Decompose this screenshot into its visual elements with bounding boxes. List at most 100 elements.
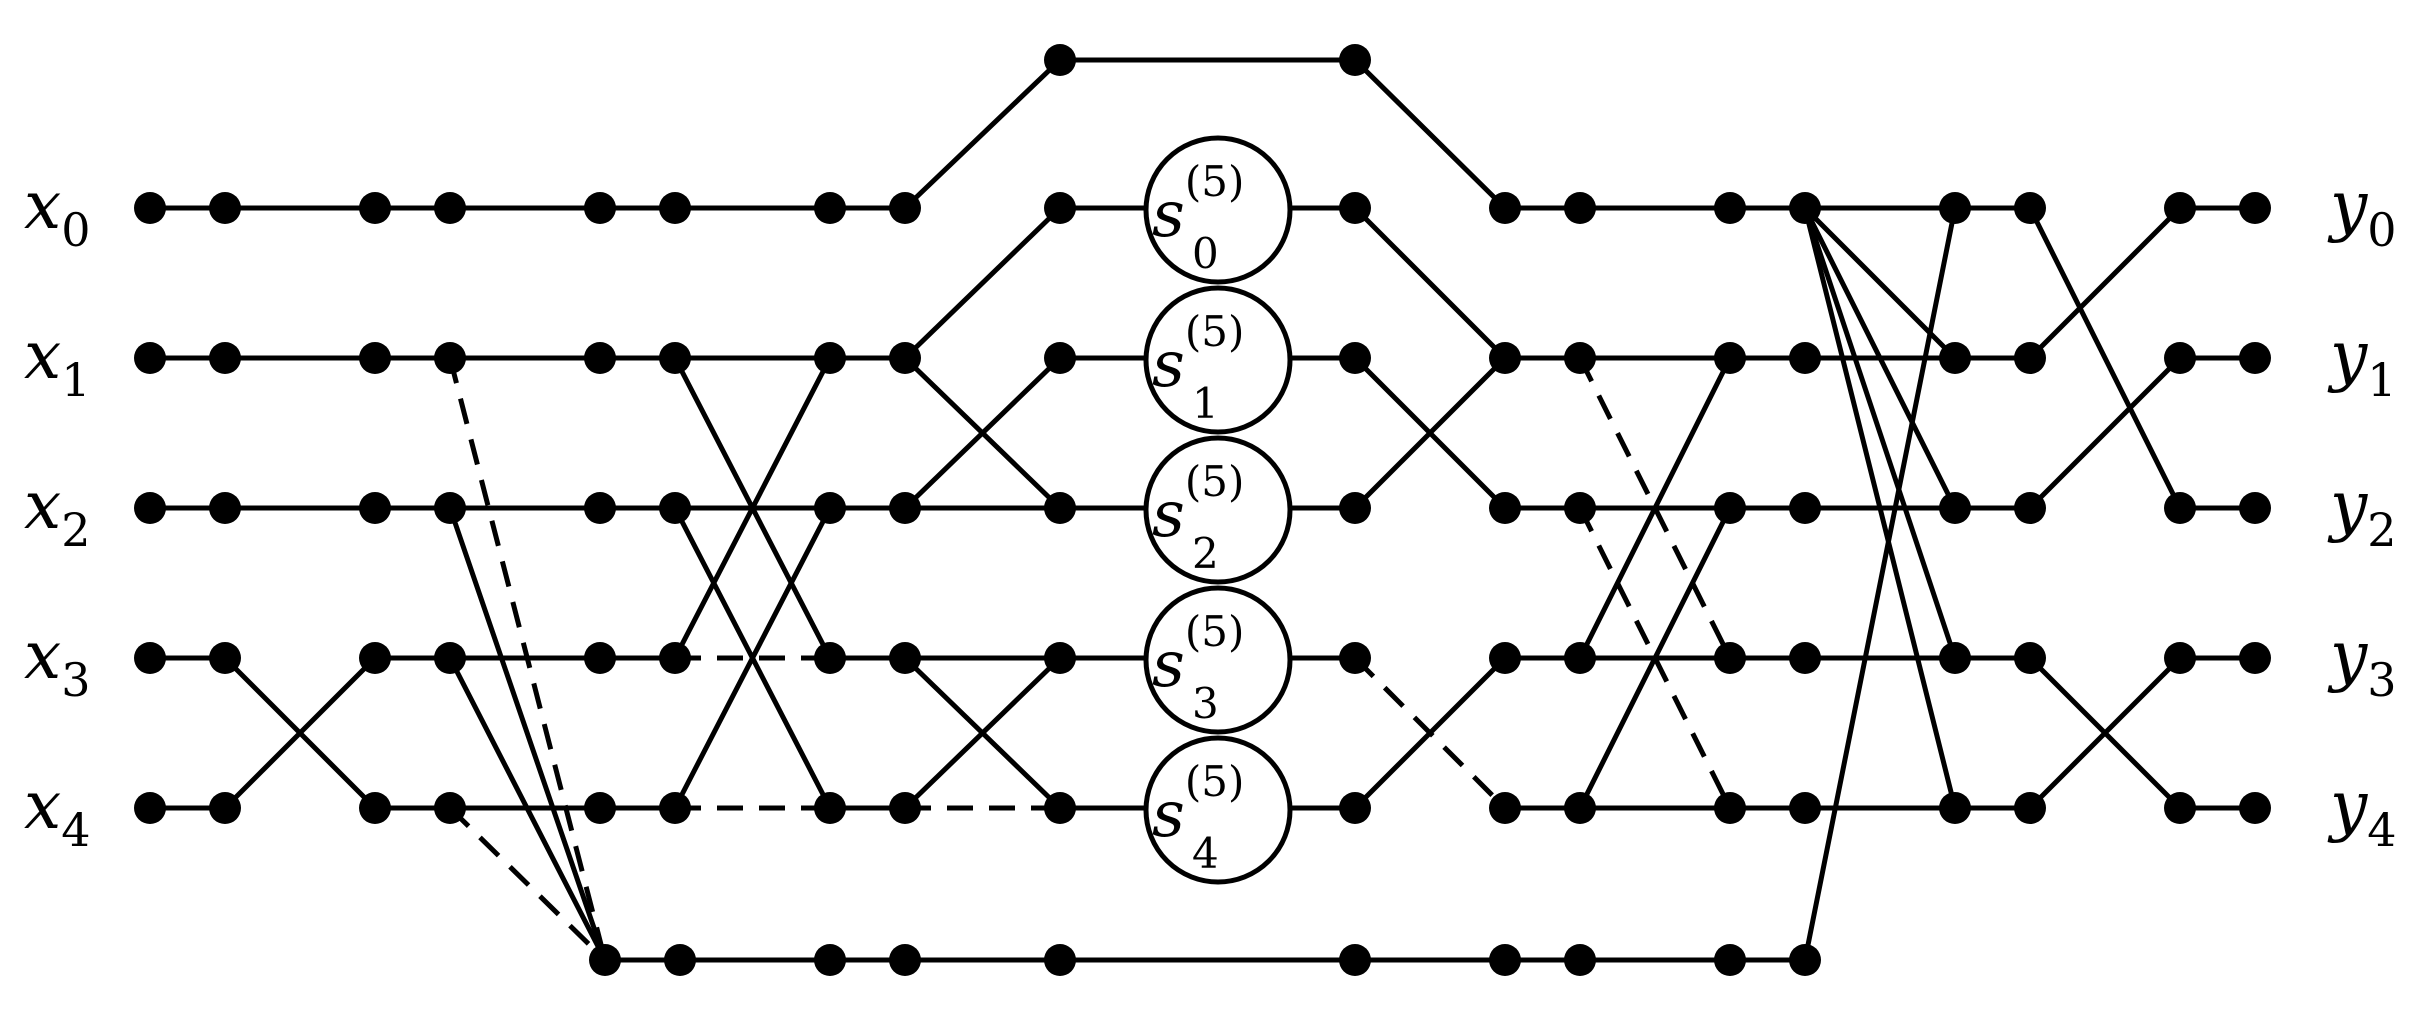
node-27 — [1339, 342, 1371, 374]
node-2 — [359, 192, 391, 224]
dashed-edge-22 — [448, 806, 607, 962]
output-label-4: y4 — [2327, 767, 2397, 857]
sbox-circle-3 — [1143, 585, 1293, 735]
node-29 — [1564, 342, 1596, 374]
node-69 — [2014, 642, 2046, 674]
edge-102 — [2027, 205, 2183, 511]
input-label-1: x1 — [24, 317, 91, 407]
node-55 — [209, 642, 241, 674]
node-80 — [1044, 792, 1076, 824]
node-82 — [1489, 792, 1521, 824]
node-46 — [1489, 492, 1521, 524]
node-52 — [2164, 492, 2196, 524]
edge-79 — [1577, 355, 1733, 661]
node-91 — [1339, 44, 1371, 76]
output-label-0: y0 — [2327, 167, 2397, 257]
node-41 — [659, 492, 691, 524]
dashed-edge-21 — [447, 357, 608, 961]
node-87 — [2014, 792, 2046, 824]
node-79 — [889, 792, 921, 824]
node-34 — [2164, 342, 2196, 374]
sbox-label-1: s(5)1 — [1152, 307, 1244, 428]
node-37 — [209, 492, 241, 524]
node-63 — [1339, 642, 1371, 674]
node-7 — [889, 192, 921, 224]
node-26 — [1044, 342, 1076, 374]
node-74 — [359, 792, 391, 824]
edge-89 — [1802, 205, 1958, 661]
input-label-4: x4 — [24, 767, 91, 857]
sbox-label-0: s(5)0 — [1152, 157, 1244, 278]
node-5 — [659, 192, 691, 224]
node-11 — [1564, 192, 1596, 224]
edge-96 — [1802, 205, 1958, 963]
edge-49 — [902, 655, 1063, 811]
node-99 — [1564, 944, 1596, 976]
node-54 — [134, 642, 166, 674]
edge-41 — [902, 57, 1063, 211]
node-71 — [2239, 642, 2271, 674]
node-78 — [814, 792, 846, 824]
edge-104 — [2027, 355, 2183, 511]
node-17 — [2239, 192, 2271, 224]
node-13 — [1789, 192, 1821, 224]
node-33 — [2014, 342, 2046, 374]
input-labels: x0 x1 x2 x3 x4 — [24, 167, 91, 857]
node-67 — [1789, 642, 1821, 674]
node-49 — [1789, 492, 1821, 524]
node-48 — [1714, 492, 1746, 524]
input-label-3: x3 — [24, 617, 91, 707]
node-32 — [1939, 342, 1971, 374]
sbox-circle-4 — [1143, 735, 1293, 885]
input-label-2: x2 — [24, 467, 91, 557]
node-6 — [814, 192, 846, 224]
sbox-circle-2 — [1143, 435, 1293, 585]
output-label-2: y2 — [2327, 467, 2397, 557]
node-28 — [1489, 342, 1521, 374]
edge-44 — [902, 205, 1063, 361]
node-83 — [1564, 792, 1596, 824]
sbox-circle-1 — [1143, 285, 1293, 435]
dashed-edges — [447, 356, 1733, 962]
node-65 — [1564, 642, 1596, 674]
node-59 — [659, 642, 691, 674]
edge-103 — [2027, 205, 2183, 361]
node-23 — [659, 342, 691, 374]
node-38 — [359, 492, 391, 524]
node-31 — [1789, 342, 1821, 374]
edge-23 — [447, 505, 608, 963]
node-51 — [2014, 492, 2046, 524]
node-60 — [814, 642, 846, 674]
node-12 — [1714, 192, 1746, 224]
node-81 — [1339, 792, 1371, 824]
node-14 — [1939, 192, 1971, 224]
node-101 — [1789, 944, 1821, 976]
node-75 — [434, 792, 466, 824]
node-22 — [584, 342, 616, 374]
node-47 — [1564, 492, 1596, 524]
dashed-edge-81 — [1577, 356, 1733, 660]
node-20 — [359, 342, 391, 374]
sbox-group — [1143, 135, 1293, 885]
node-100 — [1714, 944, 1746, 976]
node-42 — [814, 492, 846, 524]
dashed-edge-82 — [1577, 506, 1733, 810]
node-0 — [134, 192, 166, 224]
node-21 — [434, 342, 466, 374]
node-66 — [1714, 642, 1746, 674]
edge-18 — [222, 655, 378, 811]
node-77 — [659, 792, 691, 824]
node-18 — [134, 342, 166, 374]
edge-64 — [1352, 355, 1508, 511]
node-90 — [1044, 44, 1076, 76]
node-84 — [1714, 792, 1746, 824]
dashed-edge-67 — [1353, 656, 1507, 810]
output-label-1: y1 — [2327, 317, 2397, 407]
node-45 — [1339, 492, 1371, 524]
node-19 — [209, 342, 241, 374]
node-96 — [1044, 944, 1076, 976]
node-4 — [584, 192, 616, 224]
sbox-label-2: s(5)2 — [1152, 457, 1244, 578]
node-group — [134, 44, 2271, 976]
node-56 — [359, 642, 391, 674]
